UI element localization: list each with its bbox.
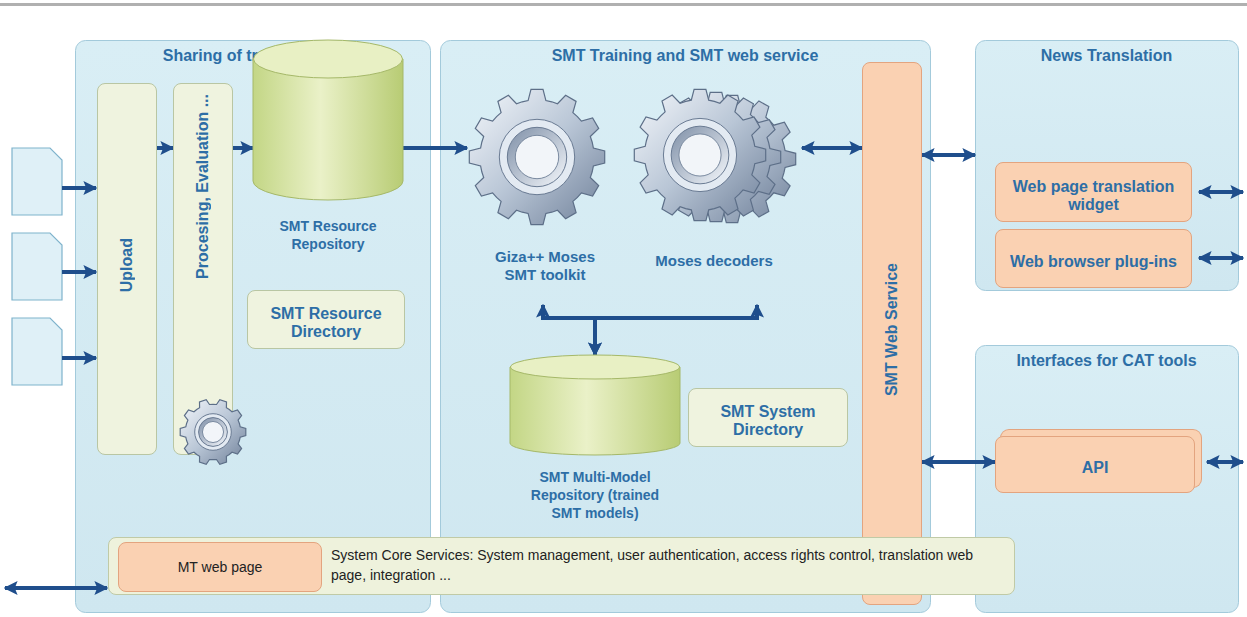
gear-tool: Giza++ Moses SMT toolkit	[465, 85, 625, 305]
document-icons	[12, 148, 62, 385]
flow-arrow	[403, 146, 467, 150]
node-label: Web browser plug-ins	[1010, 246, 1177, 271]
group-panel: News TranslationWeb page translation wid…	[975, 40, 1238, 290]
group-panel: Sharing of training dataUploadProcesing,…	[75, 40, 430, 612]
flow-arrow	[157, 146, 173, 150]
process-box: Upload	[97, 83, 157, 455]
node-label: SMT Web Service	[883, 263, 901, 403]
node-label: API	[1082, 452, 1109, 477]
gear-illustration	[628, 85, 800, 235]
node-label: Upload	[118, 238, 136, 299]
node-label: SMT System Directory	[695, 396, 841, 439]
group-panel: SMT Training and SMT web serviceGiza++ M…	[440, 40, 930, 612]
flow-arrow	[922, 153, 975, 157]
flow-arrow	[233, 146, 253, 150]
panel-ground	[76, 41, 431, 613]
panel-heading: Interfaces for CAT tools	[975, 345, 1238, 370]
gear-icon	[180, 400, 246, 465]
node-label: SMT Multi-Model Repository (trained SMT …	[520, 461, 670, 522]
gear-tool: Moses decoders	[628, 85, 800, 305]
panel-heading: SMT Training and SMT web service	[440, 40, 930, 65]
cylinder-shape	[510, 355, 680, 455]
node-label: Giza++ Moses SMT toolkit	[480, 241, 610, 284]
external-arrows	[5, 188, 1243, 588]
directory-box: SMT System Directory	[688, 388, 848, 447]
web-page-box: MT web page	[118, 542, 322, 592]
process-box: Procesing, Evaluation ...	[173, 83, 233, 455]
top-rule	[0, 3, 1247, 6]
flow-arrow	[922, 460, 995, 464]
directory-box: SMT Resource Directory	[247, 290, 405, 349]
repository-cylinder: SMT Multi-Model Repository (trained SMT …	[510, 355, 680, 517]
flow-arrow	[802, 146, 862, 150]
flow-arrow	[543, 305, 595, 355]
cylinder-shape	[253, 40, 403, 200]
panel-ground	[441, 41, 931, 613]
node-label: MT web page	[178, 558, 263, 576]
panel-ground	[976, 41, 1239, 291]
node-label: SMT Resource Repository	[268, 210, 388, 253]
service-box: SMT Web Service	[862, 62, 922, 605]
node-label: System Core Services: System management,…	[331, 545, 1001, 585]
gear-illustration	[465, 85, 625, 235]
flow-arrow	[595, 305, 757, 355]
node-label: Moses decoders	[634, 245, 794, 270]
node-label: SMT Resource Directory	[254, 298, 398, 341]
component-box: Web browser plug-ins	[995, 229, 1192, 288]
component-box: Web page translation widget	[995, 162, 1192, 222]
api-box: API	[995, 436, 1195, 493]
node-label: Procesing, Evaluation ...	[194, 94, 212, 286]
panel-heading: News Translation	[975, 40, 1238, 65]
node-label: Web page translation widget	[1002, 171, 1185, 214]
repository-cylinder: SMT Resource Repository	[253, 40, 403, 255]
core-services-band: System Core Services: System management,…	[108, 537, 1015, 595]
